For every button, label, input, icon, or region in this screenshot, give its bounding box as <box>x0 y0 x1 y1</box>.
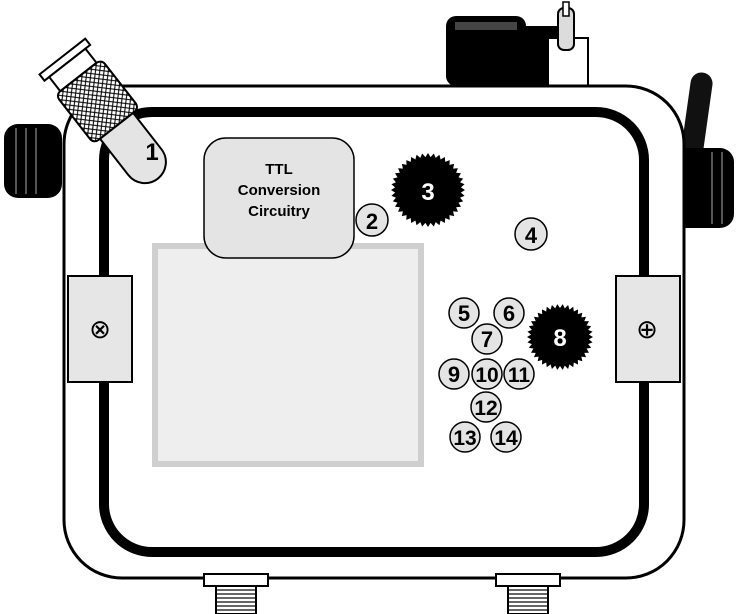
callout-6: 6 <box>493 297 525 329</box>
callout-7-label: 7 <box>481 327 493 352</box>
callout-7: 7 <box>471 323 503 355</box>
left-clamp-symbol: ⊗ <box>89 315 111 345</box>
ttl-label-line-2: Conversion <box>238 182 321 199</box>
ttl-label-line-1: TTL <box>265 161 293 178</box>
callout-1: 1 <box>145 139 158 166</box>
bottom-connector-right <box>495 573 561 614</box>
callout-2-label: 2 <box>366 209 378 234</box>
callout-4: 4 <box>514 217 548 251</box>
knob-8 <box>527 304 593 370</box>
callout-5: 5 <box>448 297 480 329</box>
callout-6-label: 6 <box>503 301 515 326</box>
module-panel <box>152 243 424 467</box>
callout-9: 9 <box>438 358 470 390</box>
callout-10-label: 10 <box>475 364 498 387</box>
knob-3 <box>391 153 465 227</box>
left-side-connector <box>4 124 62 198</box>
callout-5-label: 5 <box>458 301 470 326</box>
top-connector-right <box>520 1 589 88</box>
callout-4-label: 4 <box>525 223 538 248</box>
right-clamp-symbol: ⊕ <box>636 315 658 345</box>
callout-8: 8 <box>553 325 566 352</box>
callout-11-label: 11 <box>508 364 531 387</box>
callout-9-label: 9 <box>448 362 460 387</box>
ttl-label-line-3: Circuitry <box>248 203 310 220</box>
right-clamp: ⊕ <box>615 275 681 383</box>
callout-3: 3 <box>421 179 434 206</box>
right-side-connector <box>672 148 734 228</box>
callout-1-label: 1 <box>145 139 158 166</box>
ttl-conversion-circuitry-box: TTL Conversion Circuitry <box>203 137 355 259</box>
callout-14: 14 <box>490 421 522 453</box>
callout-3-label: 3 <box>421 179 434 206</box>
callout-13: 13 <box>449 421 481 453</box>
callout-8-label: 8 <box>553 325 566 352</box>
callout-14-label: 14 <box>494 427 518 450</box>
callout-11: 11 <box>503 358 535 390</box>
callout-13-label: 13 <box>453 427 476 450</box>
left-clamp: ⊗ <box>67 275 133 383</box>
callout-12-label: 12 <box>474 397 497 420</box>
input-connector <box>38 37 167 185</box>
callout-10: 10 <box>471 358 503 390</box>
bottom-connector-left <box>203 573 269 614</box>
top-connector-left <box>446 16 526 86</box>
callout-12: 12 <box>470 391 502 423</box>
callout-2: 2 <box>355 203 389 237</box>
